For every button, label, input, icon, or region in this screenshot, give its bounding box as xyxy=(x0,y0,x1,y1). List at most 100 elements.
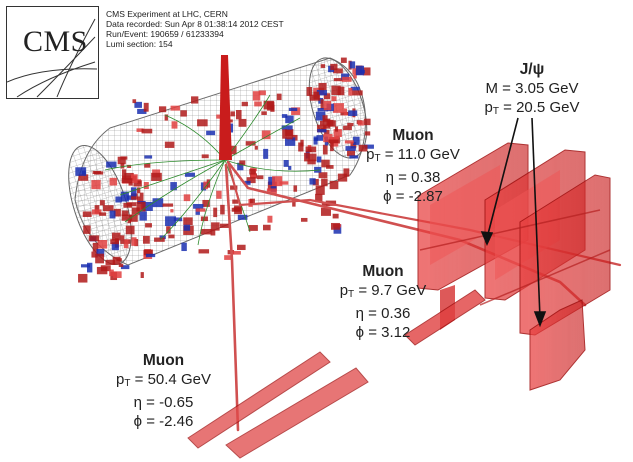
calo-hit xyxy=(120,162,125,169)
calo-hit xyxy=(139,192,144,202)
calo-hit xyxy=(123,239,129,249)
calo-hit xyxy=(352,136,360,145)
calo-hit xyxy=(134,101,142,108)
calo-hit xyxy=(237,214,248,220)
calo-hit xyxy=(106,161,117,168)
calo-hit xyxy=(316,89,327,96)
calo-hit xyxy=(145,253,156,258)
calo-hit xyxy=(165,216,177,227)
calo-hit xyxy=(129,214,138,222)
calo-hit xyxy=(237,162,244,171)
calo-hit xyxy=(111,242,119,251)
calo-hit xyxy=(341,73,350,80)
muon3-phi: ϕ = -2.46 xyxy=(133,413,194,430)
calo-hit xyxy=(328,139,339,144)
calo-hit xyxy=(126,202,137,207)
muon3-title: Muon xyxy=(142,352,185,369)
calo-hit xyxy=(211,222,220,231)
calo-hit xyxy=(213,207,218,218)
calo-hit xyxy=(171,121,178,129)
calo-hit xyxy=(315,185,325,195)
calo-hit xyxy=(113,271,122,278)
muon-chambers-middle xyxy=(404,289,486,346)
calo-hit xyxy=(232,251,241,255)
calo-hit xyxy=(317,108,328,112)
calo-hit xyxy=(206,130,216,136)
calo-hit xyxy=(120,265,130,270)
calo-hit xyxy=(333,68,343,74)
calo-hit xyxy=(345,146,356,151)
calo-hit xyxy=(170,209,174,213)
calo-hit xyxy=(330,142,334,152)
calo-hit xyxy=(78,273,88,283)
calo-hit xyxy=(151,172,162,181)
calo-hit xyxy=(83,225,91,234)
calo-hit xyxy=(143,249,153,256)
calo-hit xyxy=(283,159,289,167)
calo-hit xyxy=(316,135,324,141)
muon-chambers-right xyxy=(417,142,611,391)
calo-hit xyxy=(337,86,345,96)
cms-logo: CMS xyxy=(6,6,99,99)
calo-hit xyxy=(293,185,298,192)
calo-hit xyxy=(145,223,152,228)
calo-hit xyxy=(254,101,262,107)
calo-hit xyxy=(236,110,242,120)
calo-hit xyxy=(320,207,331,216)
calo-hit xyxy=(285,115,294,124)
calo-hit xyxy=(323,93,331,100)
calo-hit xyxy=(267,215,273,223)
jpsi-pt: pT = 20.5 GeV xyxy=(484,99,580,117)
calo-hit xyxy=(263,100,274,110)
calo-hit xyxy=(288,107,298,111)
calo-hit xyxy=(125,225,135,235)
logo-curves xyxy=(7,18,98,98)
calo-hit xyxy=(321,159,330,168)
calo-hit xyxy=(261,111,267,115)
calo-hit xyxy=(262,224,271,231)
muon1-phi: ϕ = -2.87 xyxy=(383,188,443,205)
calo-hit xyxy=(244,180,251,185)
calo-hit xyxy=(291,107,301,115)
calo-hit xyxy=(131,237,137,246)
calo-hit xyxy=(324,130,330,135)
calo-hit xyxy=(184,172,195,177)
calo-hit xyxy=(256,175,264,180)
calo-hit xyxy=(323,100,332,111)
calo-hit xyxy=(131,193,138,200)
calo-hit xyxy=(351,90,363,96)
event-info: CMS Experiment at LHC, CERN Data recorde… xyxy=(106,9,284,49)
calo-hit xyxy=(249,198,255,204)
calo-hit xyxy=(364,144,374,149)
calo-hit xyxy=(300,217,308,222)
calo-hit xyxy=(285,137,296,146)
calo-hit xyxy=(363,118,371,126)
calo-hit xyxy=(309,178,316,185)
calo-hit xyxy=(162,203,174,207)
tracker-tracks xyxy=(104,94,321,246)
calo-hit xyxy=(136,201,146,212)
calo-hit xyxy=(99,212,107,216)
jpsi-arrows xyxy=(480,117,547,328)
calo-hit xyxy=(87,262,93,273)
calo-hit xyxy=(80,264,90,268)
calo-hit xyxy=(203,181,208,190)
calo-hit xyxy=(348,87,353,96)
calo-hit xyxy=(340,57,347,63)
calo-hit xyxy=(127,218,132,224)
calo-hit xyxy=(322,115,328,122)
calo-hit xyxy=(120,191,129,202)
calo-hit xyxy=(320,64,326,68)
calo-hit xyxy=(99,200,105,206)
info-lumi: Lumi section: 154 xyxy=(106,39,173,49)
calo-hit xyxy=(276,93,282,101)
calo-hit xyxy=(330,63,338,70)
calo-hit xyxy=(305,146,317,153)
calo-hit xyxy=(261,130,271,140)
calo-hit xyxy=(144,155,153,159)
calo-hit xyxy=(195,208,206,212)
calo-hit xyxy=(200,216,208,222)
info-date: Data recorded: Sun Apr 8 01:38:14 2012 C… xyxy=(106,19,284,29)
calo-hit xyxy=(252,91,261,101)
calo-hit xyxy=(292,200,296,207)
